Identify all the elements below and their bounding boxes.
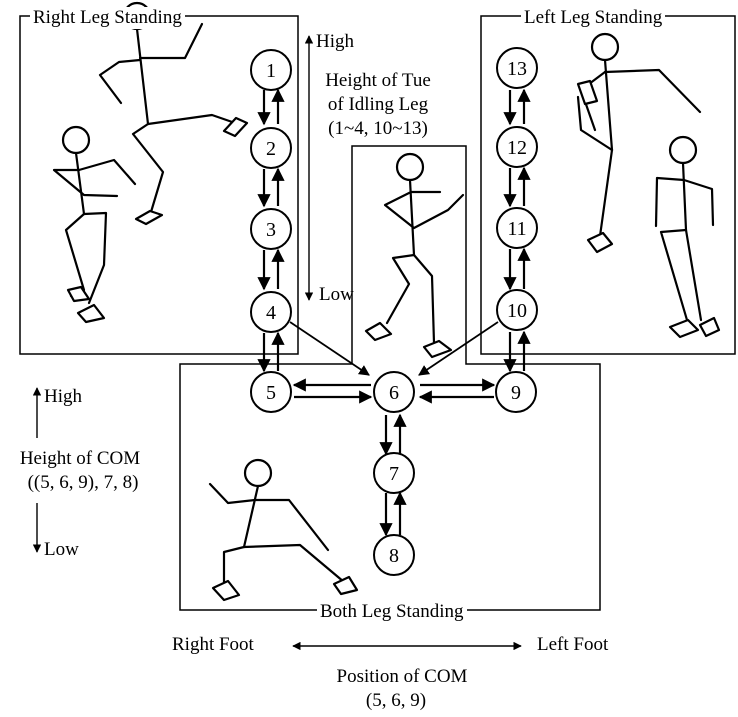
- node-label: 5: [266, 382, 276, 404]
- node-label: 9: [511, 382, 521, 404]
- node-9: [495, 371, 537, 413]
- node-5: [250, 371, 292, 413]
- node-10: [496, 289, 538, 331]
- node-13: [496, 47, 538, 89]
- node-2: [250, 127, 292, 169]
- node-7: [373, 452, 415, 494]
- node-8: [373, 534, 415, 576]
- right-leg-standing-title: Right Leg Standing: [30, 7, 185, 29]
- node-label: 10: [507, 300, 527, 322]
- com-height-low: Low: [44, 539, 79, 560]
- toe-axis-low: Low: [319, 284, 354, 305]
- node-11: [496, 207, 538, 249]
- com-position-right-foot: Right Foot: [172, 634, 254, 655]
- com-height-high: High: [44, 386, 82, 407]
- node-12: [496, 126, 538, 168]
- stick-figure-both-leg-2: [208, 458, 359, 602]
- toe-axis-caption-2: of Idling Leg: [327, 94, 429, 115]
- stick-figure-left-leg-2: [654, 135, 721, 339]
- toe-axis-caption-1: Height of Tue: [325, 70, 431, 91]
- stick-figure-both-leg-1: [364, 152, 465, 359]
- com-height-caption-2: ((5, 6, 9), 7, 8): [27, 472, 139, 493]
- left-leg-standing-title: Left Leg Standing: [521, 7, 666, 29]
- toe-axis-high: High: [316, 31, 354, 52]
- node-label: 2: [266, 138, 276, 160]
- stick-figure-left-leg-1: [576, 32, 702, 254]
- node-label: 11: [507, 218, 526, 240]
- both-leg-standing-box: [179, 145, 601, 611]
- state-nodes: [250, 47, 538, 576]
- node-label: 12: [507, 137, 527, 159]
- node-label: 7: [389, 463, 399, 485]
- both-leg-standing-title: Both Leg Standing: [317, 601, 467, 623]
- toe-axis-caption-3: (1~4, 10~13): [328, 118, 428, 139]
- node-label: 1: [266, 60, 276, 82]
- transition-arrows: [257, 88, 531, 537]
- node-label: 3: [266, 219, 276, 241]
- node-1: [250, 49, 292, 91]
- node-label: 13: [507, 58, 527, 80]
- com-position-left-foot: Left Foot: [537, 634, 609, 655]
- node-label: 8: [389, 545, 399, 567]
- com-position-caption-2: (5, 6, 9): [365, 690, 427, 711]
- node-label: 4: [266, 302, 276, 324]
- com-height-caption-1: Height of COM: [19, 448, 141, 469]
- node-3: [250, 208, 292, 250]
- node-4: [250, 291, 292, 333]
- node-label: 6: [389, 382, 399, 404]
- node-6: [373, 371, 415, 413]
- stick-figure-right-leg-1: [98, 1, 249, 226]
- com-position-caption-1: Position of COM: [336, 666, 468, 687]
- stick-figure-right-leg-2: [52, 125, 137, 324]
